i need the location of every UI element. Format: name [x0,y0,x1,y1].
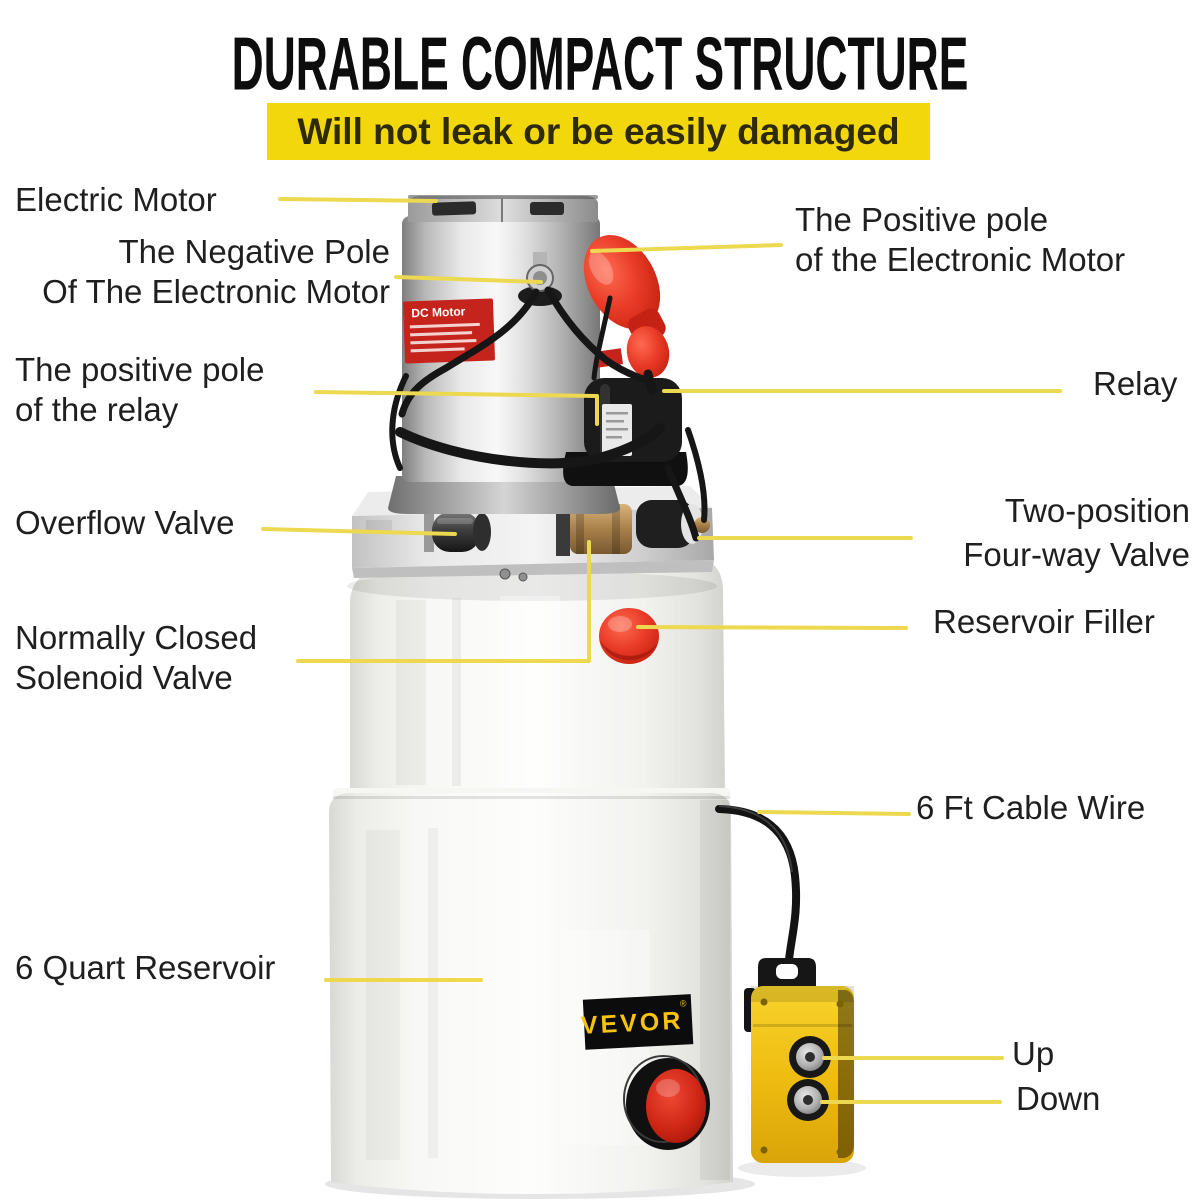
label-down: Down [1016,1080,1101,1117]
leader-electric-motor [278,197,438,203]
page-title: DURABLE COMPACT STRUCTURE [231,21,969,106]
label-reservoir-filler: Reservoir Filler [933,603,1155,640]
label-quart-reservoir: 6 Quart Reservoir [15,949,276,986]
pendant-controller-graphic [744,958,854,1163]
brand-mark: ® [680,998,688,1008]
label-two-position-line2: Four-way Valve [963,536,1190,573]
pendant-cable-graphic [715,805,801,964]
label-positive-pole-relay-line1: The positive pole [15,351,265,388]
label-normally-closed-line1: Normally Closed [15,619,258,656]
label-normally-closed-line2: Solenoid Valve [15,659,233,696]
label-negative-pole-line2: Of The Electronic Motor [42,273,390,310]
label-positive-pole-motor-line2: of the Electronic Motor [795,241,1126,278]
leader-overflow-valve [261,527,457,536]
electric-motor-graphic: DC Motor [388,195,620,514]
label-positive-pole-motor-line1: The Positive pole [795,201,1049,238]
label-electric-motor: Electric Motor [15,181,217,218]
positive-terminal-boot-graphic [583,235,670,378]
label-relay: Relay [1093,365,1178,402]
leader-positive-pole-motor [590,243,783,253]
brand-text: VEVOR [580,1007,684,1040]
down-button-graphic [787,1079,829,1121]
label-positive-pole-relay-line2: of the relay [15,391,179,428]
label-overflow-valve: Overflow Valve [15,504,235,541]
up-button-graphic [789,1036,831,1078]
leader-lines [261,197,1062,1104]
label-two-position-line1: Two-position [1004,492,1190,529]
motor-label-text: DC Motor [411,304,466,320]
leader-reservoir-filler [636,625,908,630]
subtitle-banner: Will not leak or be easily damaged [267,103,930,160]
label-cable-wire: 6 Ft Cable Wire [916,789,1146,826]
drain-cap-graphic [623,1055,710,1150]
label-up: Up [1012,1035,1055,1072]
leader-normally-closed [296,540,591,663]
leader-cable-wire [757,810,911,816]
label-negative-pole-line1: The Negative Pole [118,233,391,270]
brand-logo: VEVOR ® [580,994,694,1050]
leader-negative-pole [394,275,543,284]
leader-positive-pole-relay [314,390,599,426]
reservoir-filler-cap-graphic [599,608,659,664]
